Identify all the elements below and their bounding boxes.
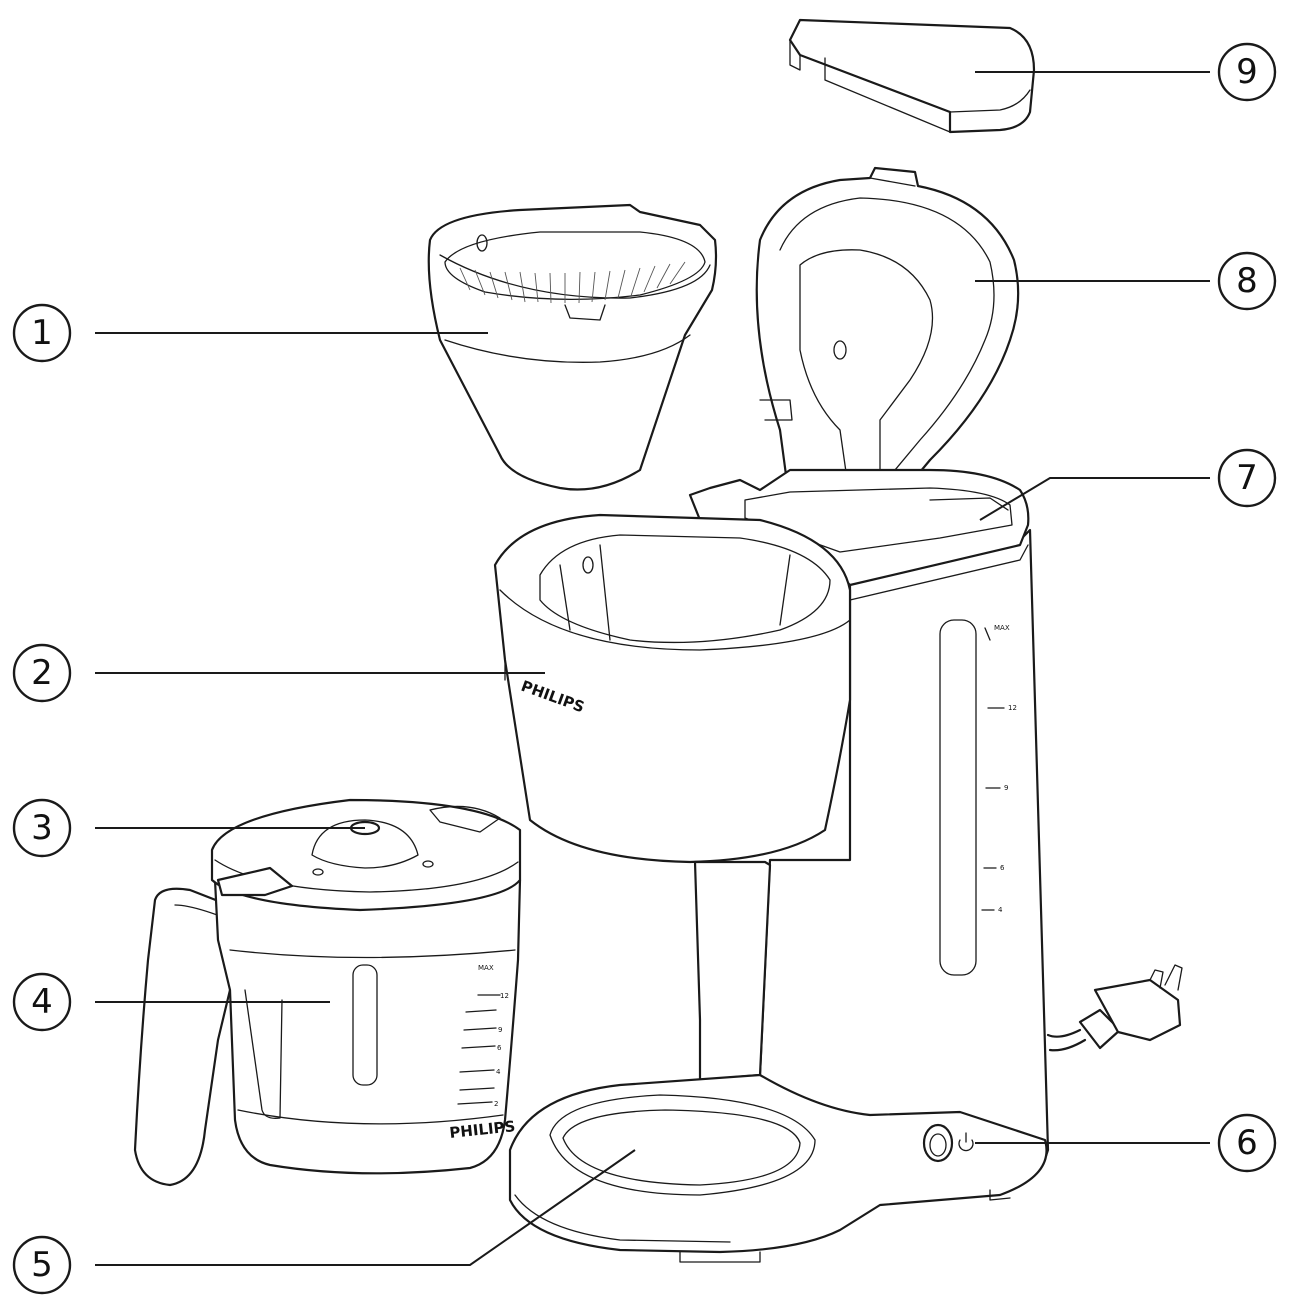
callout-number: 2 (31, 653, 53, 693)
machine-scale-label: MAX (994, 624, 1010, 632)
callout-9: 9 (1217, 42, 1277, 102)
callout-7: 7 (1217, 448, 1277, 508)
water-tank-lid (755, 166, 1020, 540)
callout-number: 6 (1236, 1123, 1258, 1163)
callout-number: 1 (31, 313, 53, 353)
callout-number: 4 (31, 982, 53, 1022)
callout-number: 9 (1236, 52, 1258, 92)
machine-scale-label: 4 (998, 906, 1003, 914)
machine-column (693, 860, 772, 1082)
water-tank-opening (688, 468, 1030, 587)
hotplate-base (508, 1073, 1048, 1263)
machine-scale-label: 6 (1000, 864, 1005, 872)
callout-1: 1 (12, 303, 72, 363)
jug-scale-label: 4 (496, 1068, 501, 1076)
power-switch (922, 1123, 974, 1163)
callout-number: 5 (31, 1245, 53, 1285)
callout-number: 7 (1236, 458, 1258, 498)
jug-scale-label: 6 (497, 1044, 502, 1052)
jug-water-scale: MAX 12 9 6 4 2 (478, 964, 509, 1108)
power-plug (1046, 964, 1183, 1052)
callout-4: 4 (12, 972, 72, 1032)
filter-holder (493, 513, 852, 864)
callout-2: 2 (12, 643, 72, 703)
lid-cover (788, 18, 1036, 134)
glass-jug (133, 798, 522, 1187)
callout-5: 5 (12, 1235, 72, 1295)
machine-water-scale: MAX 12 9 6 4 (981, 624, 1017, 914)
callout-8: 8 (1217, 251, 1277, 311)
leader-line-5 (95, 1149, 636, 1266)
jug-scale-label: 12 (500, 992, 509, 1000)
machine-scale-label: 9 (1004, 784, 1008, 792)
machine-scale-label: 12 (1008, 704, 1017, 712)
callout-6: 6 (1217, 1113, 1277, 1173)
jug-scale-label: MAX (478, 964, 494, 972)
callout-number: 8 (1236, 261, 1258, 301)
jug-scale-label: 9 (498, 1026, 502, 1034)
leader-line-7 (979, 477, 1210, 521)
callout-number: 3 (31, 808, 53, 848)
jug-scale-label: 2 (494, 1100, 498, 1108)
callout-3: 3 (12, 798, 72, 858)
leader-lines (95, 71, 1210, 1266)
filter-basket (427, 203, 718, 491)
